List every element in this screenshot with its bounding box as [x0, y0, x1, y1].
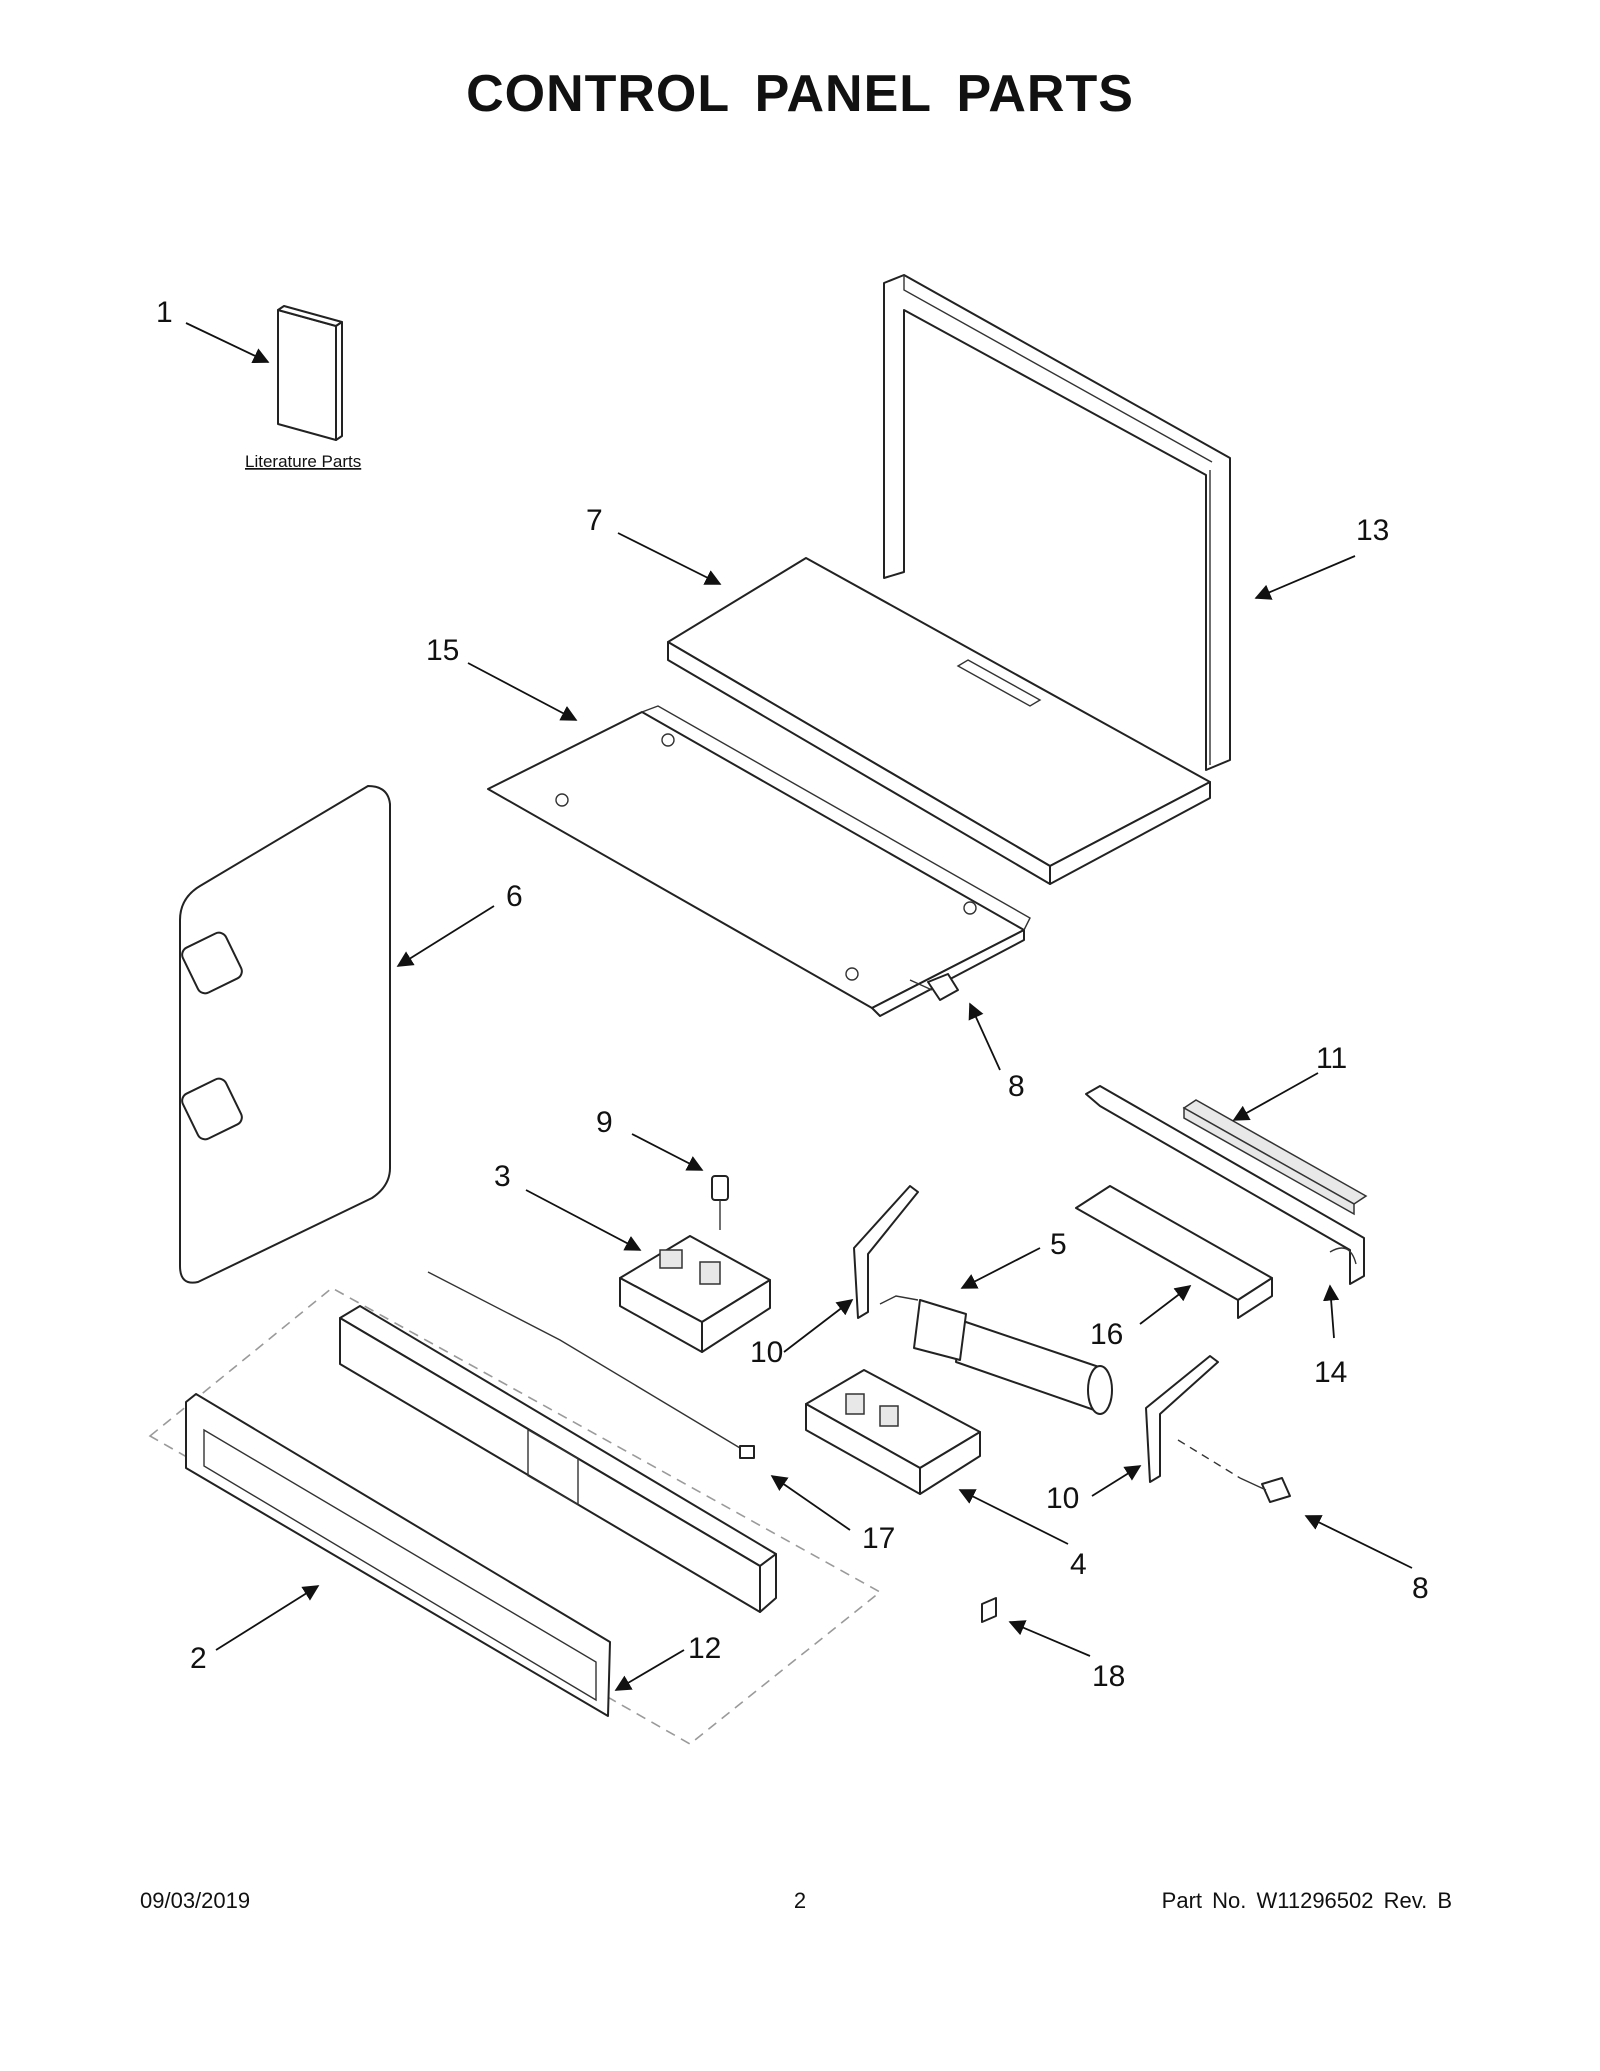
callout-15: 15 [426, 634, 459, 667]
callout-1: 1 [156, 296, 173, 329]
callout-3: 3 [494, 1160, 511, 1193]
part-18-clip [981, 1597, 1091, 1657]
part-10-bracket-left [783, 1185, 919, 1353]
part-12-control-panel [339, 1305, 777, 1691]
part-11-gasket-strip [1182, 1072, 1368, 1216]
footer-page-number: 2 [793, 1888, 807, 1913]
part-6-side-panel [179, 785, 495, 1284]
callout-6: 6 [506, 880, 523, 913]
literature-parts-label: Literature Parts [245, 452, 361, 471]
footer-date: 09/03/2019 [140, 1888, 251, 1913]
callout-16: 16 [1090, 1318, 1123, 1351]
callout-7: 7 [586, 504, 603, 537]
footer-part-number: Part No. W11296502 Rev. B [1161, 1888, 1452, 1913]
callout-8-top: 8 [1008, 1070, 1025, 1103]
callout-11: 11 [1316, 1042, 1347, 1075]
part-5-blower-fan [879, 1247, 1113, 1415]
part-2-glass-trim [185, 1393, 611, 1717]
part-13-rear-frame [883, 274, 1356, 771]
part-10-bracket-right [1091, 1355, 1241, 1497]
page-title: CONTROL PANEL PARTS [466, 65, 1134, 123]
part-9-screw [631, 1133, 729, 1230]
part-3-control-board [525, 1189, 771, 1353]
part-8-screw-right [1239, 1477, 1413, 1569]
callout-5: 5 [1050, 1228, 1067, 1261]
callout-12: 12 [688, 1632, 721, 1665]
part-16-heat-shield [1075, 1185, 1273, 1325]
callout-8-right: 8 [1412, 1572, 1429, 1605]
callout-10-right: 10 [1046, 1482, 1079, 1515]
part-1-literature-booklet: Literature Parts [185, 305, 361, 471]
callout-13: 13 [1356, 514, 1389, 547]
part-4-relay-board [805, 1369, 1069, 1545]
callout-9: 9 [596, 1106, 613, 1139]
part-17-wire [427, 1271, 851, 1531]
callout-17: 17 [862, 1522, 895, 1555]
callout-4: 4 [1070, 1548, 1087, 1581]
part-14-rail-bracket [1085, 1085, 1365, 1339]
part-8-screw-top [909, 973, 1001, 1071]
callout-2: 2 [190, 1642, 207, 1675]
part-7-top-cover [617, 532, 1211, 885]
callout-18: 18 [1092, 1660, 1125, 1693]
callout-14: 14 [1314, 1356, 1347, 1389]
callout-10-left: 10 [750, 1336, 783, 1369]
